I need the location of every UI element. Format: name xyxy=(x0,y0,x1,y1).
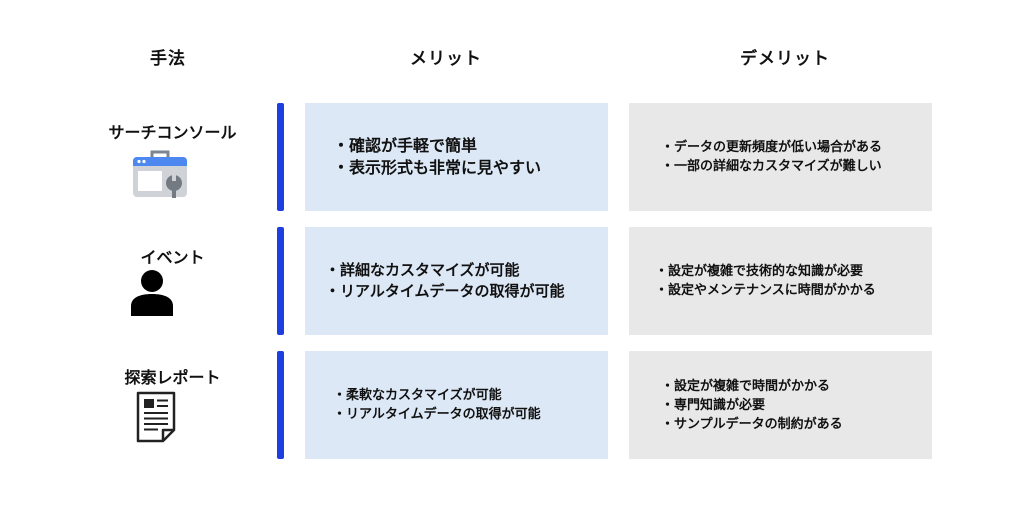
accent-bar xyxy=(277,103,284,211)
merit-item: ・リアルタイムデータの取得が可能 xyxy=(325,282,565,300)
demerit-item: ・設定やメンテナンスに時間がかかる xyxy=(655,283,876,298)
method-label-exploration-report: 探索レポート xyxy=(124,368,221,387)
demerit-item: ・一部の詳細なカスタマイズが難しい xyxy=(661,159,882,174)
merit-item: ・確認が手軽で簡単 xyxy=(333,136,478,155)
merit-item: ・詳細なカスタマイズが可能 xyxy=(325,261,520,279)
header-demerit: デメリット xyxy=(740,49,830,69)
row-search-console: サーチコンソール ・確認が手軽で簡単 ・表示形式も非常に見やすい ・データの更新… xyxy=(0,103,1024,211)
merit-item: ・表示形式も非常に見やすい xyxy=(333,158,542,177)
demerit-item: ・サンプルデータの制約がある xyxy=(661,416,843,432)
demerit-item: ・設定が複雑で時間がかかる xyxy=(661,378,831,394)
header-merit: メリット xyxy=(410,49,482,69)
search-console-toolbox-icon xyxy=(133,150,187,198)
merit-item: ・リアルタイムデータの取得が可能 xyxy=(333,407,541,422)
accent-bar xyxy=(277,351,284,459)
demerit-item: ・データの更新頻度が低い場合がある xyxy=(661,140,883,155)
row-event: イベント ・詳細なカスタマイズが可能 ・リアルタイムデータの取得が可能 ・設定が… xyxy=(0,227,1024,335)
row-exploration-report: 探索レポート ・柔軟なカスタマイズが可能 ・リアルタイムデータの取得が可能 ・設… xyxy=(0,351,1024,459)
merit-item: ・柔軟なカスタマイズが可能 xyxy=(333,388,502,403)
merit-box-exploration-report: ・柔軟なカスタマイズが可能 ・リアルタイムデータの取得が可能 xyxy=(305,351,608,459)
demerit-box-search-console: ・データの更新頻度が低い場合がある ・一部の詳細なカスタマイズが難しい xyxy=(629,103,932,211)
method-label-search-console: サーチコンソール xyxy=(108,123,237,142)
demerit-item: ・設定が複雑で技術的な知識が必要 xyxy=(655,264,864,279)
accent-bar xyxy=(277,227,284,335)
method-label-event: イベント xyxy=(140,248,205,267)
demerit-box-event: ・設定が複雑で技術的な知識が必要 ・設定やメンテナンスに時間がかかる xyxy=(629,227,932,335)
report-document-icon xyxy=(136,391,176,443)
merit-box-search-console: ・確認が手軽で簡単 ・表示形式も非常に見やすい xyxy=(305,103,608,211)
demerit-box-exploration-report: ・設定が複雑で時間がかかる ・専門知識が必要 ・サンプルデータの制約がある xyxy=(629,351,932,459)
header-method: 手法 xyxy=(150,49,186,69)
demerit-item: ・専門知識が必要 xyxy=(661,397,766,413)
merit-box-event: ・詳細なカスタマイズが可能 ・リアルタイムデータの取得が可能 xyxy=(305,227,608,335)
person-icon xyxy=(131,270,173,316)
